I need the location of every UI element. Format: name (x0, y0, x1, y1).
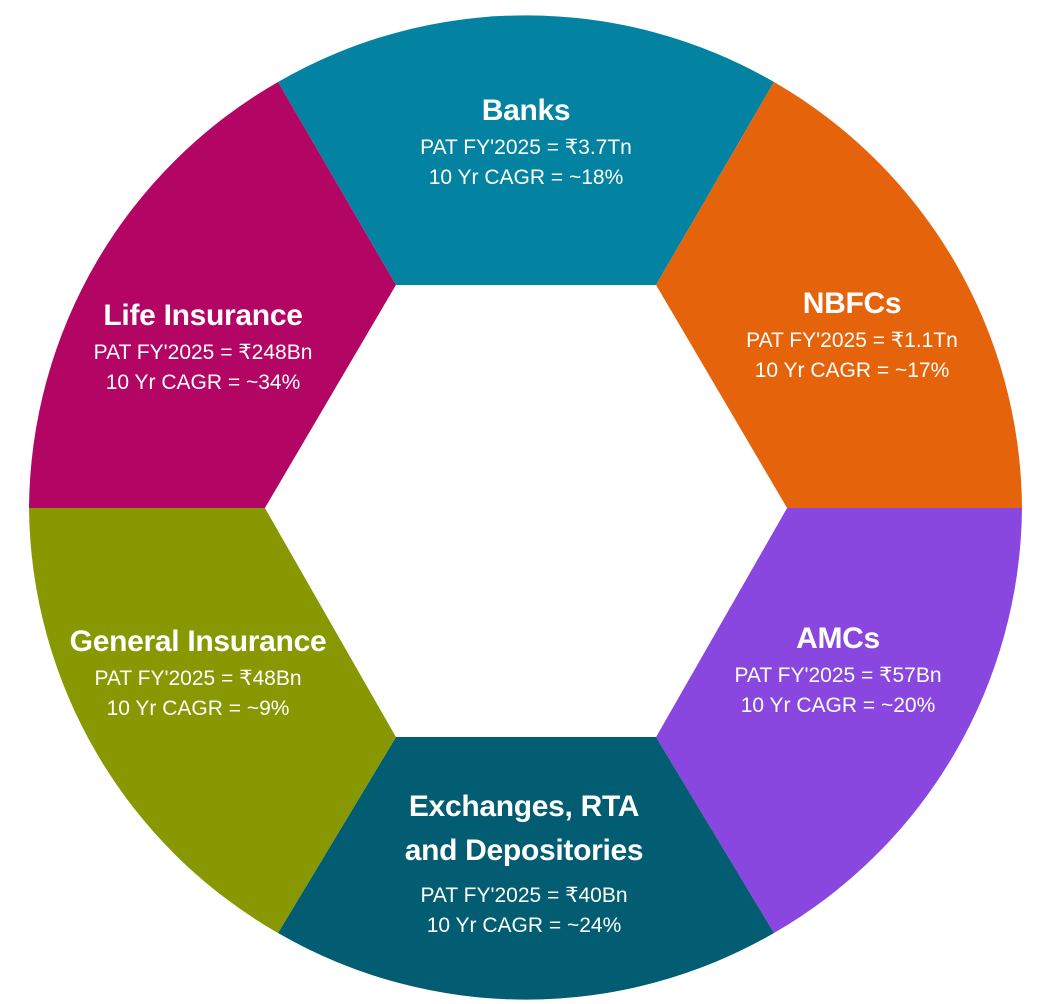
exchanges-label: Exchanges, RTA and Depositories PAT FY'2… (405, 785, 644, 941)
general-insurance-cagr: 10 Yr CAGR = ~9% (106, 697, 290, 720)
life-insurance-title: Life Insurance (103, 299, 303, 332)
amcs-cagr: 10 Yr CAGR = ~20% (740, 694, 936, 717)
exchanges-title-line2: and Depositories (404, 834, 644, 867)
life-insurance-pat: PAT FY'2025 = ₹248Bn (93, 341, 313, 364)
segment-exchanges (278, 737, 774, 1000)
segment-amcs (656, 508, 1022, 933)
amcs-pat: PAT FY'2025 = ₹57Bn (734, 664, 942, 687)
life-insurance-cagr: 10 Yr CAGR = ~34% (105, 371, 301, 394)
exchanges-cagr: 10 Yr CAGR = ~24% (426, 914, 622, 937)
amcs-label: AMCs PAT FY'2025 = ₹57Bn 10 Yr CAGR = ~2… (734, 617, 941, 721)
segment-general-insurance (29, 508, 396, 933)
exchanges-title-line1: Exchanges, RTA (408, 790, 640, 823)
life-insurance-label: Life Insurance PAT FY'2025 = ₹248Bn 10 Y… (94, 294, 313, 398)
exchanges-pat: PAT FY'2025 = ₹40Bn (420, 884, 628, 907)
banks-cagr: 10 Yr CAGR = ~18% (428, 166, 624, 189)
general-insurance-pat: PAT FY'2025 = ₹48Bn (94, 667, 302, 690)
nbfcs-cagr: 10 Yr CAGR = ~17% (754, 359, 950, 382)
banks-title: Banks (481, 94, 571, 127)
segment-nbfcs (656, 82, 1022, 508)
nbfcs-title: NBFCs (802, 287, 902, 320)
center-hexagon (265, 285, 787, 737)
amcs-title: AMCs (796, 622, 880, 655)
nbfcs-pat: PAT FY'2025 = ₹1.1Tn (746, 329, 958, 352)
general-insurance-label: General Insurance PAT FY'2025 = ₹48Bn 10… (70, 620, 327, 724)
banks-label: Banks PAT FY'2025 = ₹3.7Tn 10 Yr CAGR = … (420, 89, 632, 193)
banks-pat: PAT FY'2025 = ₹3.7Tn (420, 136, 632, 159)
nbfcs-label: NBFCs PAT FY'2025 = ₹1.1Tn 10 Yr CAGR = … (746, 282, 958, 386)
segment-banks (278, 15, 774, 285)
general-insurance-title: General Insurance (69, 625, 327, 658)
segment-life-insurance (29, 82, 396, 508)
